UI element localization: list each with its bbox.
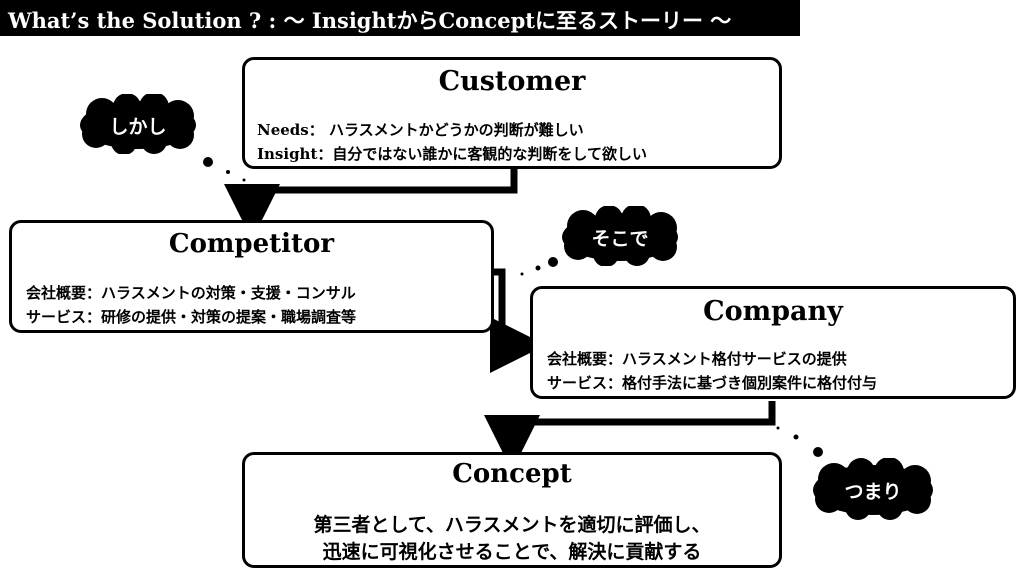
header-bar: What’s the Solution ? : 〜 InsightからConce…: [0, 0, 800, 36]
cloud-sokode: そこで: [553, 206, 687, 266]
company-title: Company: [703, 296, 843, 327]
arrow-company-to-concept: [484, 401, 776, 471]
dots-shikashi: [203, 157, 246, 182]
customer-insight-line: Insight：自分ではない誰かに客観的な判断をして欲しい: [257, 143, 647, 164]
cloud-shape-icon: [562, 206, 678, 266]
cloud-label-shikashi: しかし: [109, 116, 167, 138]
competitor-line-1: 会社概要：ハラスメントの対策・支援・コンサル: [26, 284, 356, 302]
arrow-customer-to-competitor: [224, 168, 518, 240]
insight-text: ：自分ではない誰かに客観的な判断をして欲しい: [317, 145, 647, 163]
arrow-competitor-to-company: [490, 268, 546, 373]
company-box: Company 会社概要：ハラスメント格付サービスの提供 サービス：格付手法に基…: [530, 286, 1016, 399]
competitor-title: Competitor: [168, 229, 335, 259]
cloud-label-sokode: そこで: [591, 228, 649, 250]
insight-label: Insight: [257, 145, 318, 163]
concept-title: Concept: [452, 459, 572, 489]
cloud-label-tsumari: つまり: [844, 481, 902, 503]
page-title: What’s the Solution ? : 〜 InsightからConce…: [8, 8, 732, 33]
needs-label: Needs: [257, 121, 309, 139]
dots-sokode: [520, 257, 558, 276]
needs-text: ： ハラスメントかどうかの判断が難しい: [308, 121, 584, 139]
competitor-line-2: サービス：研修の提供・対策の提案・職場調査等: [26, 308, 357, 326]
concept-line-2: 迅速に可視化させることで、解決に貢献する: [322, 541, 702, 563]
company-line-1: 会社概要：ハラスメント格付サービスの提供: [547, 350, 847, 368]
customer-title: Customer: [438, 66, 586, 97]
cloud-shape-icon: [80, 94, 196, 154]
concept-line-1: 第三者として、ハラスメントを適切に評価し、: [313, 514, 711, 536]
customer-box: Customer Needs： ハラスメントかどうかの判断が難しい Insigh…: [242, 57, 782, 169]
concept-box: Concept 第三者として、ハラスメントを適切に評価し、 迅速に可視化させるこ…: [242, 452, 782, 568]
company-line-2: サービス：格付手法に基づき個別案件に格付付与: [547, 374, 878, 392]
competitor-box: Competitor 会社概要：ハラスメントの対策・支援・コンサル サービス：研…: [9, 220, 494, 333]
cloud-shape-icon: [813, 458, 933, 520]
customer-needs-line: Needs： ハラスメントかどうかの判断が難しい: [257, 119, 584, 140]
cloud-tsumari: つまり: [804, 458, 942, 520]
cloud-shikashi: しかし: [72, 94, 204, 154]
dots-tsumari: [776, 426, 823, 457]
